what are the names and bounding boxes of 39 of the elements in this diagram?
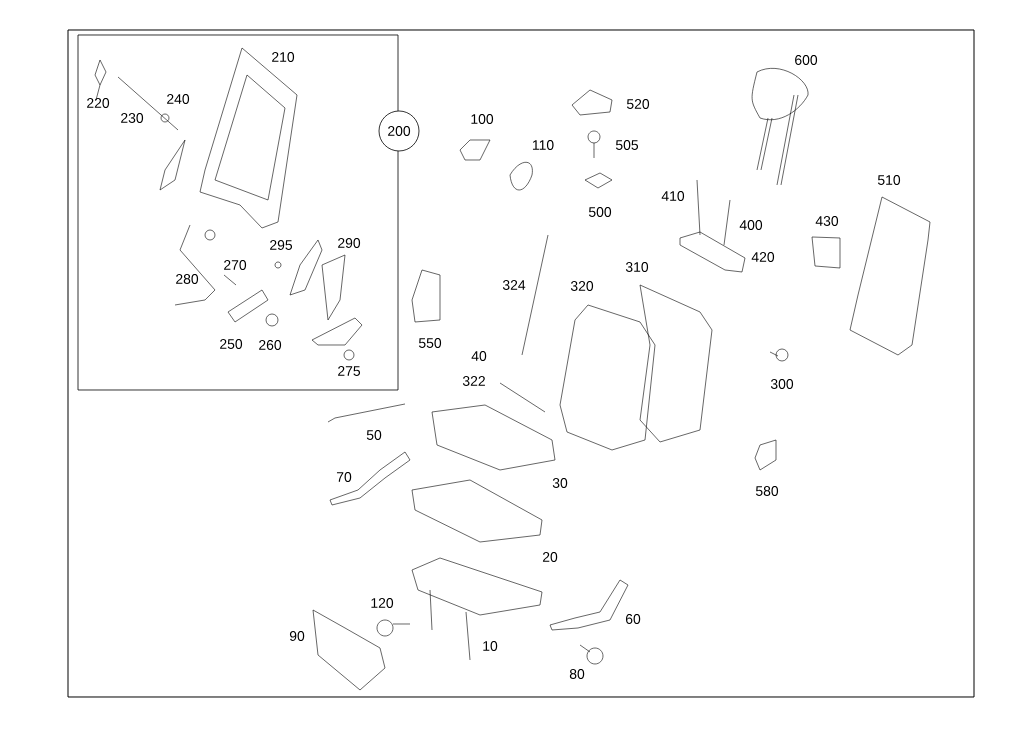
callout-number: 240: [167, 94, 190, 104]
callout-number: 40: [471, 351, 487, 361]
callout-number: 120: [371, 598, 394, 608]
callout-number: 520: [626, 99, 650, 109]
callout-number: 550: [418, 338, 442, 348]
callout-number: 324: [502, 280, 526, 290]
callout-number: 60: [625, 614, 641, 624]
callout-number: 500: [588, 207, 612, 217]
callout-number: 70: [336, 472, 352, 482]
callout-number: 300: [770, 379, 794, 389]
callout-number: 430: [815, 216, 839, 226]
callout-number: 250: [220, 339, 243, 349]
callout-number: 10: [483, 641, 498, 651]
callout-number: 210: [272, 52, 295, 62]
callout-number: 90: [289, 631, 305, 641]
callout-number: 110: [532, 140, 554, 150]
callout-number: 420: [751, 252, 775, 262]
callout-number: 510: [877, 175, 901, 185]
callout-number: 400: [739, 220, 763, 230]
callout-number: 280: [176, 274, 199, 284]
callout-number: 600: [795, 55, 818, 65]
callout-number: 260: [259, 340, 282, 350]
callout-number: 320: [570, 281, 594, 291]
callout-number: 580: [755, 486, 779, 496]
callout-number: 50: [366, 430, 382, 440]
callout-number: 230: [121, 113, 144, 123]
callout-number: 100: [471, 114, 494, 124]
callout-number: 80: [569, 669, 585, 679]
callout-number: 20: [542, 552, 558, 562]
callout-number: 310: [625, 262, 649, 272]
callout-number: 410: [661, 191, 685, 201]
callout-number: 290: [338, 238, 361, 248]
callout-number: 275: [338, 366, 361, 376]
callout-number: 322: [462, 376, 485, 386]
callout-number: 30: [552, 478, 568, 488]
callout-number: 270: [224, 260, 247, 270]
callout-number: 295: [270, 240, 293, 250]
callout-number: 220: [87, 98, 110, 108]
callout-number: 505: [615, 140, 639, 150]
